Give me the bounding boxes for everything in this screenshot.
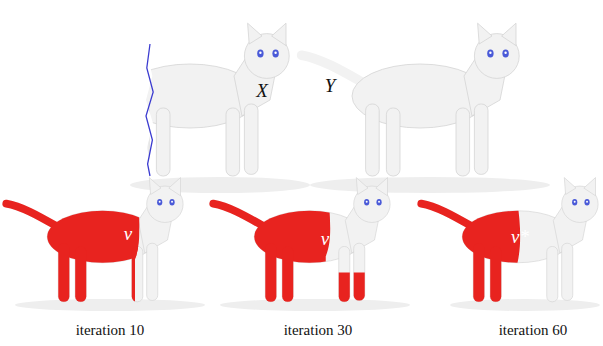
- shape-symbol: Y: [325, 76, 336, 95]
- map-symbol: v*: [511, 227, 529, 246]
- map-symbol: v: [321, 229, 329, 248]
- shape-symbol: X: [256, 81, 268, 100]
- iteration-caption: iteration 60: [499, 323, 568, 338]
- map-symbol: v: [124, 224, 132, 243]
- iteration-caption: iteration 10: [76, 323, 145, 338]
- iteration-caption: iteration 30: [284, 323, 353, 338]
